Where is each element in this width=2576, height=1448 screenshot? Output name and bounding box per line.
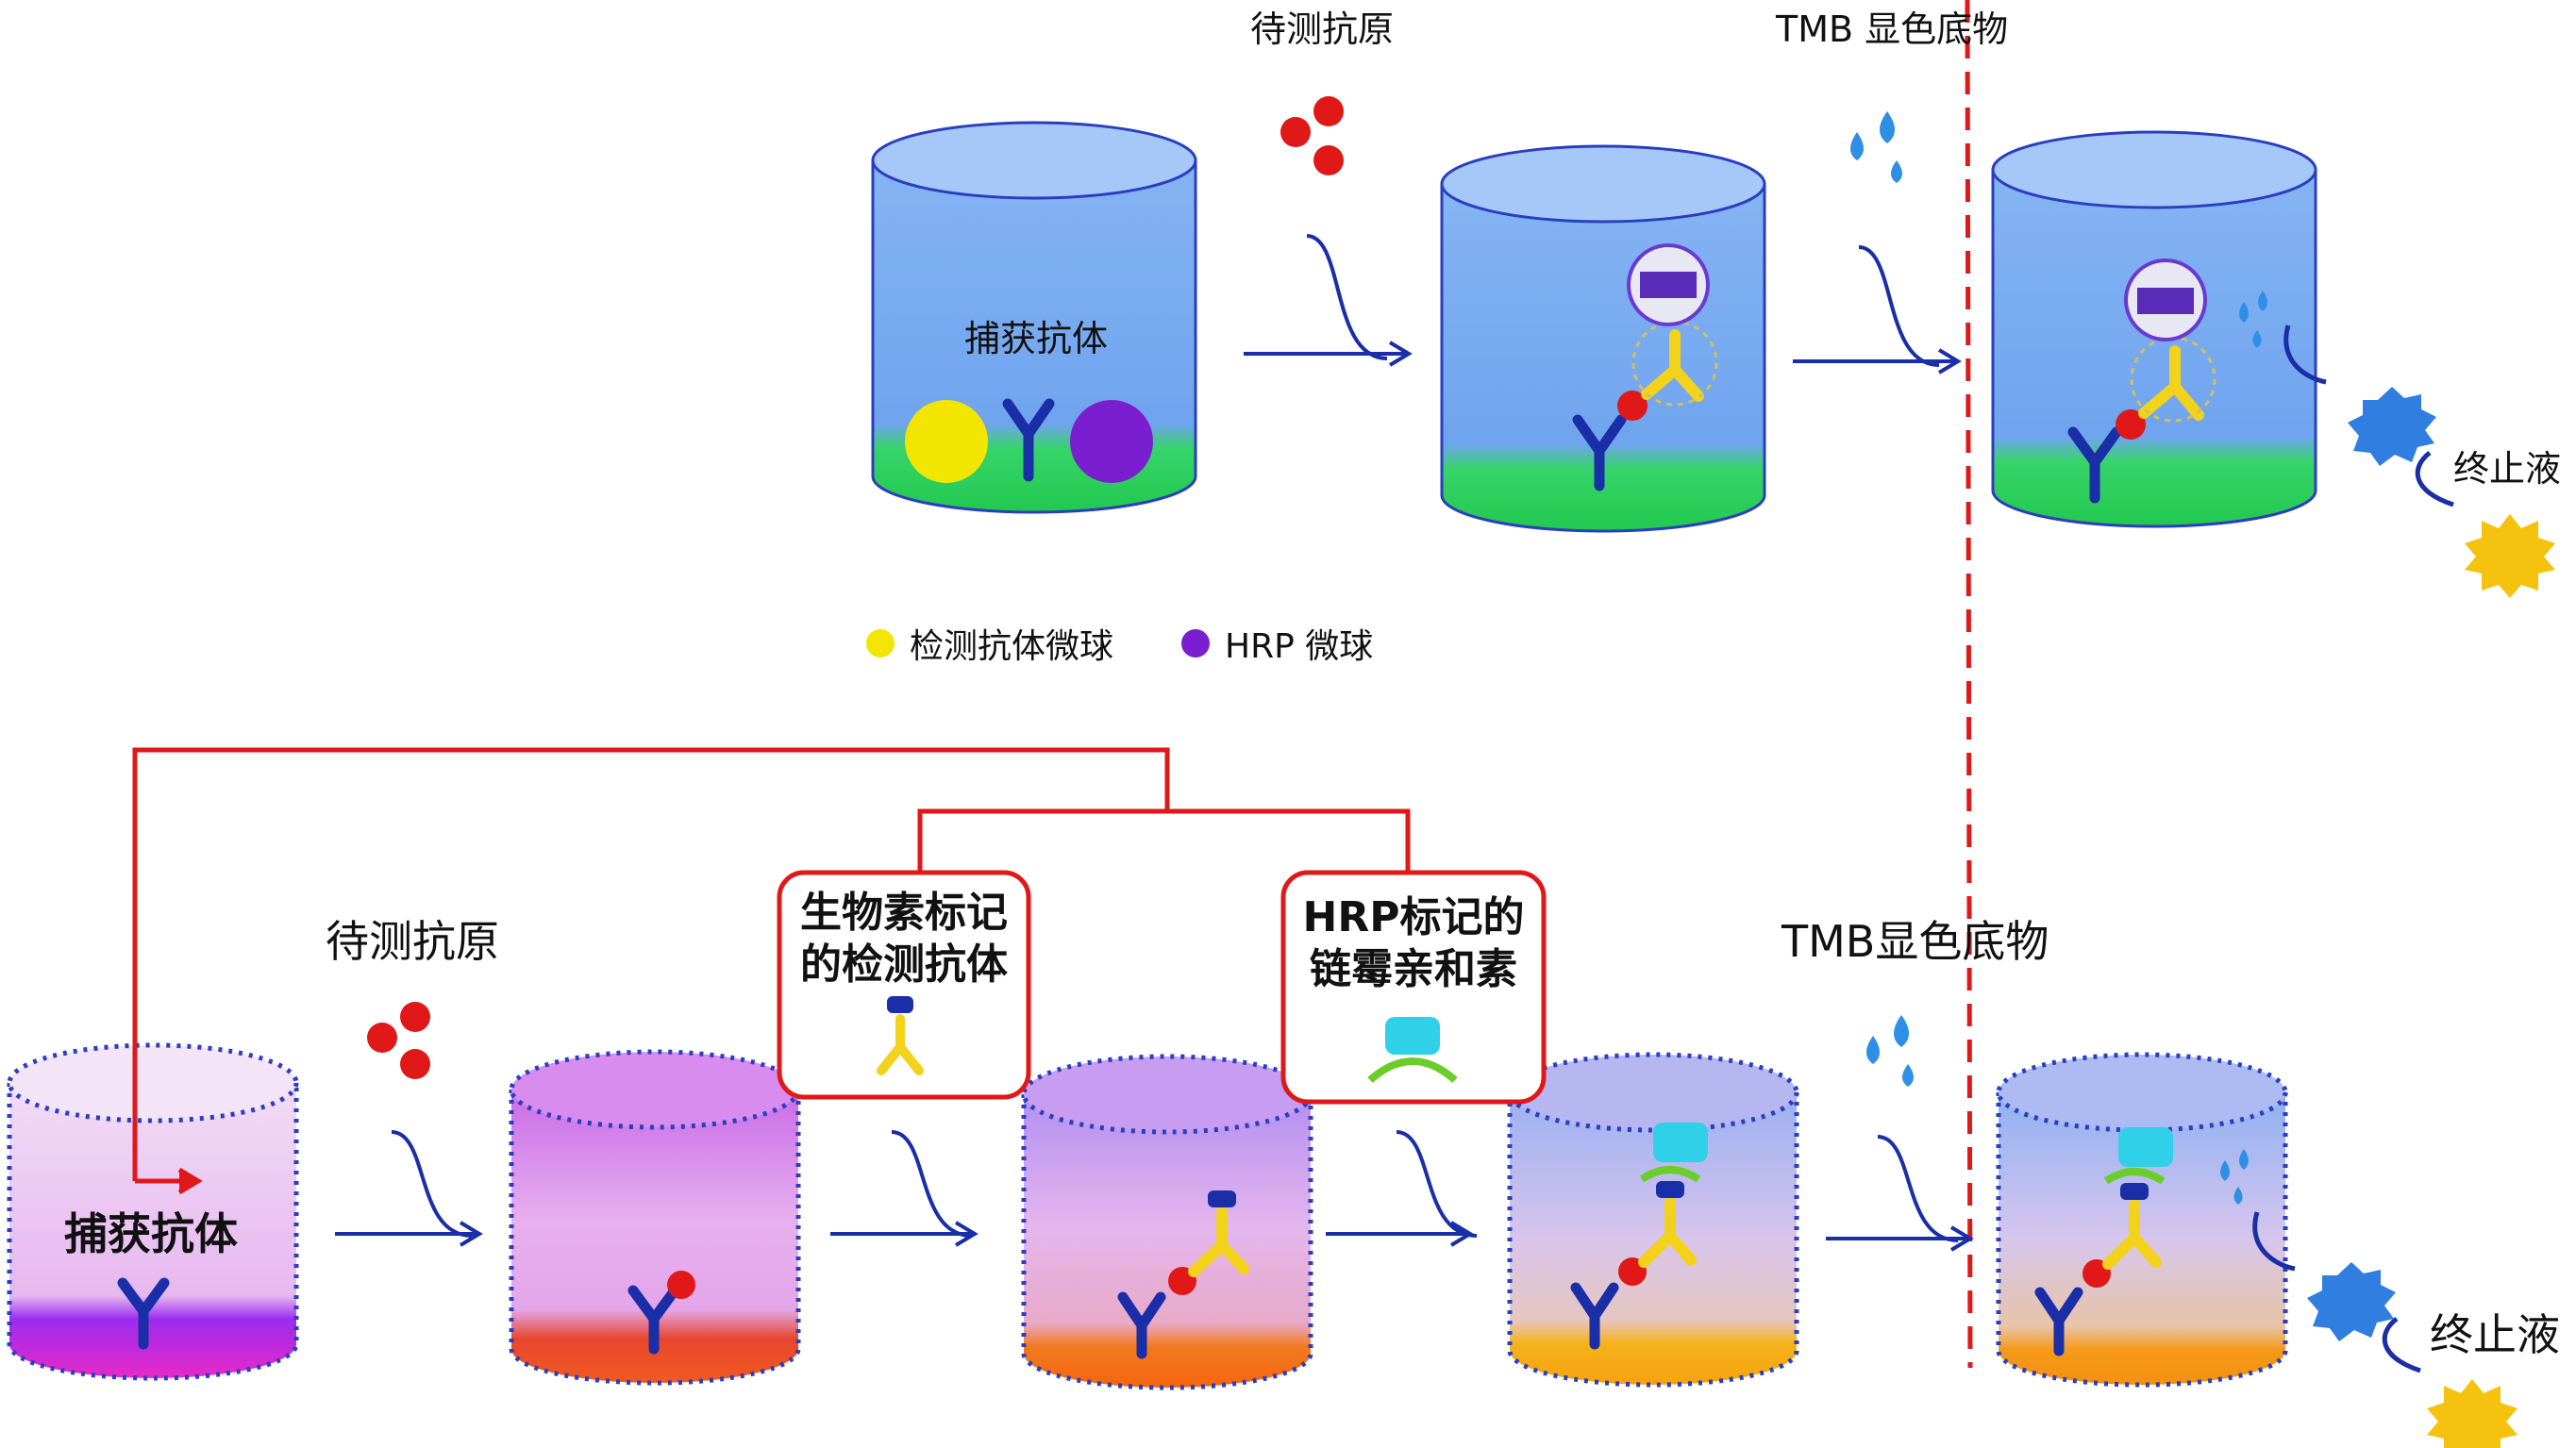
- bottom-tmb-label: TMB显色底物: [1781, 916, 2049, 967]
- biotin-detection-antibody-legend-icon: [877, 996, 924, 1075]
- legend-detection-microsphere: 检测抗体微球: [866, 619, 1113, 668]
- biotin-detection-antibody-icon: [2102, 1199, 2162, 1270]
- biotin-detection-antibody-label: 生物素标记 的检测抗体: [800, 889, 1008, 989]
- top-well-1: [871, 121, 1197, 514]
- top-antigen-label: 待测抗原: [1250, 8, 1395, 50]
- capture-antibody-icon: [2067, 426, 2122, 504]
- bottom-tmb-droplets-icon-2: [2220, 1149, 2249, 1205]
- bottom-arrow-2: [830, 1130, 979, 1247]
- bottom-well-5: [1996, 1052, 2288, 1388]
- purple-dot-icon: [1181, 629, 1210, 657]
- bottom-capture-antibody-label: 捕获抗体: [64, 1208, 238, 1259]
- top-arrow-2: [1793, 245, 1962, 374]
- divider-dashed-line: [1965, 0, 1973, 1369]
- top-tmb-droplets-icon: [1850, 111, 1902, 183]
- streptavidin-icon: [1653, 1123, 1708, 1162]
- bottom-well-2: [509, 1049, 801, 1386]
- capture-antibody-icon: [117, 1277, 170, 1350]
- detection-antibody-icon: [1641, 329, 1704, 402]
- bottom-blue-burst-icon: [2307, 1262, 2396, 1341]
- antigen-icon: [667, 1271, 695, 1299]
- bottom-stop-curve-2: [2382, 1317, 2421, 1373]
- top-stop-solution-label: 终止液: [2453, 448, 2562, 490]
- capture-antibody-icon: [2034, 1287, 2083, 1356]
- top-well-2: [1440, 144, 1766, 533]
- bottom-arrow-4: [1826, 1135, 1974, 1252]
- hrp-streptavidin-label: HRP标记的 链霉亲和素: [1302, 893, 1525, 993]
- hrp-microsphere-icon: [1627, 243, 1710, 326]
- capture-antibody-icon: [1002, 398, 1055, 482]
- antigen-icon: [2116, 409, 2146, 440]
- top-yellow-burst-icon: [2465, 514, 2555, 598]
- legend-label: 检测抗体微球: [910, 627, 1114, 666]
- antigen-icon: [1617, 391, 1648, 421]
- bottom-arrow-3: [1326, 1130, 1478, 1247]
- bottom-stop-solution-label: 终止液: [2430, 1309, 2560, 1360]
- bottom-yellow-burst-icon: [2427, 1379, 2517, 1448]
- top-stop-curve-2: [2415, 451, 2454, 508]
- capture-antibody-icon: [1570, 1282, 1619, 1350]
- biotin-detection-antibody-icon: [1188, 1207, 1249, 1277]
- red-connector: [132, 747, 1411, 1195]
- capture-antibody-icon: [1117, 1291, 1166, 1359]
- top-antigen-cluster: [1280, 96, 1344, 175]
- legend-hrp-microsphere: HRP 微球: [1181, 619, 1373, 668]
- biotin-detection-antibody-icon: [1638, 1197, 1697, 1268]
- top-tmb-droplets-icon-2: [2239, 291, 2267, 348]
- hrp-streptavidin-label-box: [1280, 870, 1547, 1105]
- yellow-dot-icon: [866, 629, 895, 657]
- bottom-stop-curve: [2252, 1211, 2296, 1272]
- top-capture-antibody-label: 捕获抗体: [964, 318, 1109, 359]
- top-well-3: [1991, 130, 2317, 528]
- bottom-tmb-droplets-icon: [1866, 1015, 1914, 1087]
- top-blue-burst-icon: [2348, 387, 2436, 466]
- bottom-arrow-1: [335, 1130, 483, 1247]
- capture-antibody-icon: [627, 1285, 680, 1355]
- streptavidin-icon: [2118, 1127, 2173, 1167]
- bottom-antigen-cluster: [367, 1002, 430, 1079]
- top-stop-curve: [2283, 325, 2327, 385]
- bottom-well-1: [7, 1042, 299, 1381]
- bottom-well-4: [1507, 1052, 1799, 1388]
- hrp-microsphere-icon: [2124, 258, 2207, 341]
- bottom-antigen-label: 待测抗原: [326, 916, 499, 967]
- bottom-well-3: [1021, 1054, 1313, 1390]
- detection-antibody-icon: [2138, 345, 2204, 421]
- capture-antibody-icon: [1572, 414, 1627, 491]
- hrp-streptavidin-legend-icon: [1367, 1017, 1458, 1084]
- top-arrow-1: [1244, 234, 1413, 367]
- top-tmb-label: TMB 显色底物: [1776, 8, 2009, 50]
- legend-label: HRP 微球: [1225, 627, 1374, 666]
- biotin-label-box: [777, 870, 1031, 1100]
